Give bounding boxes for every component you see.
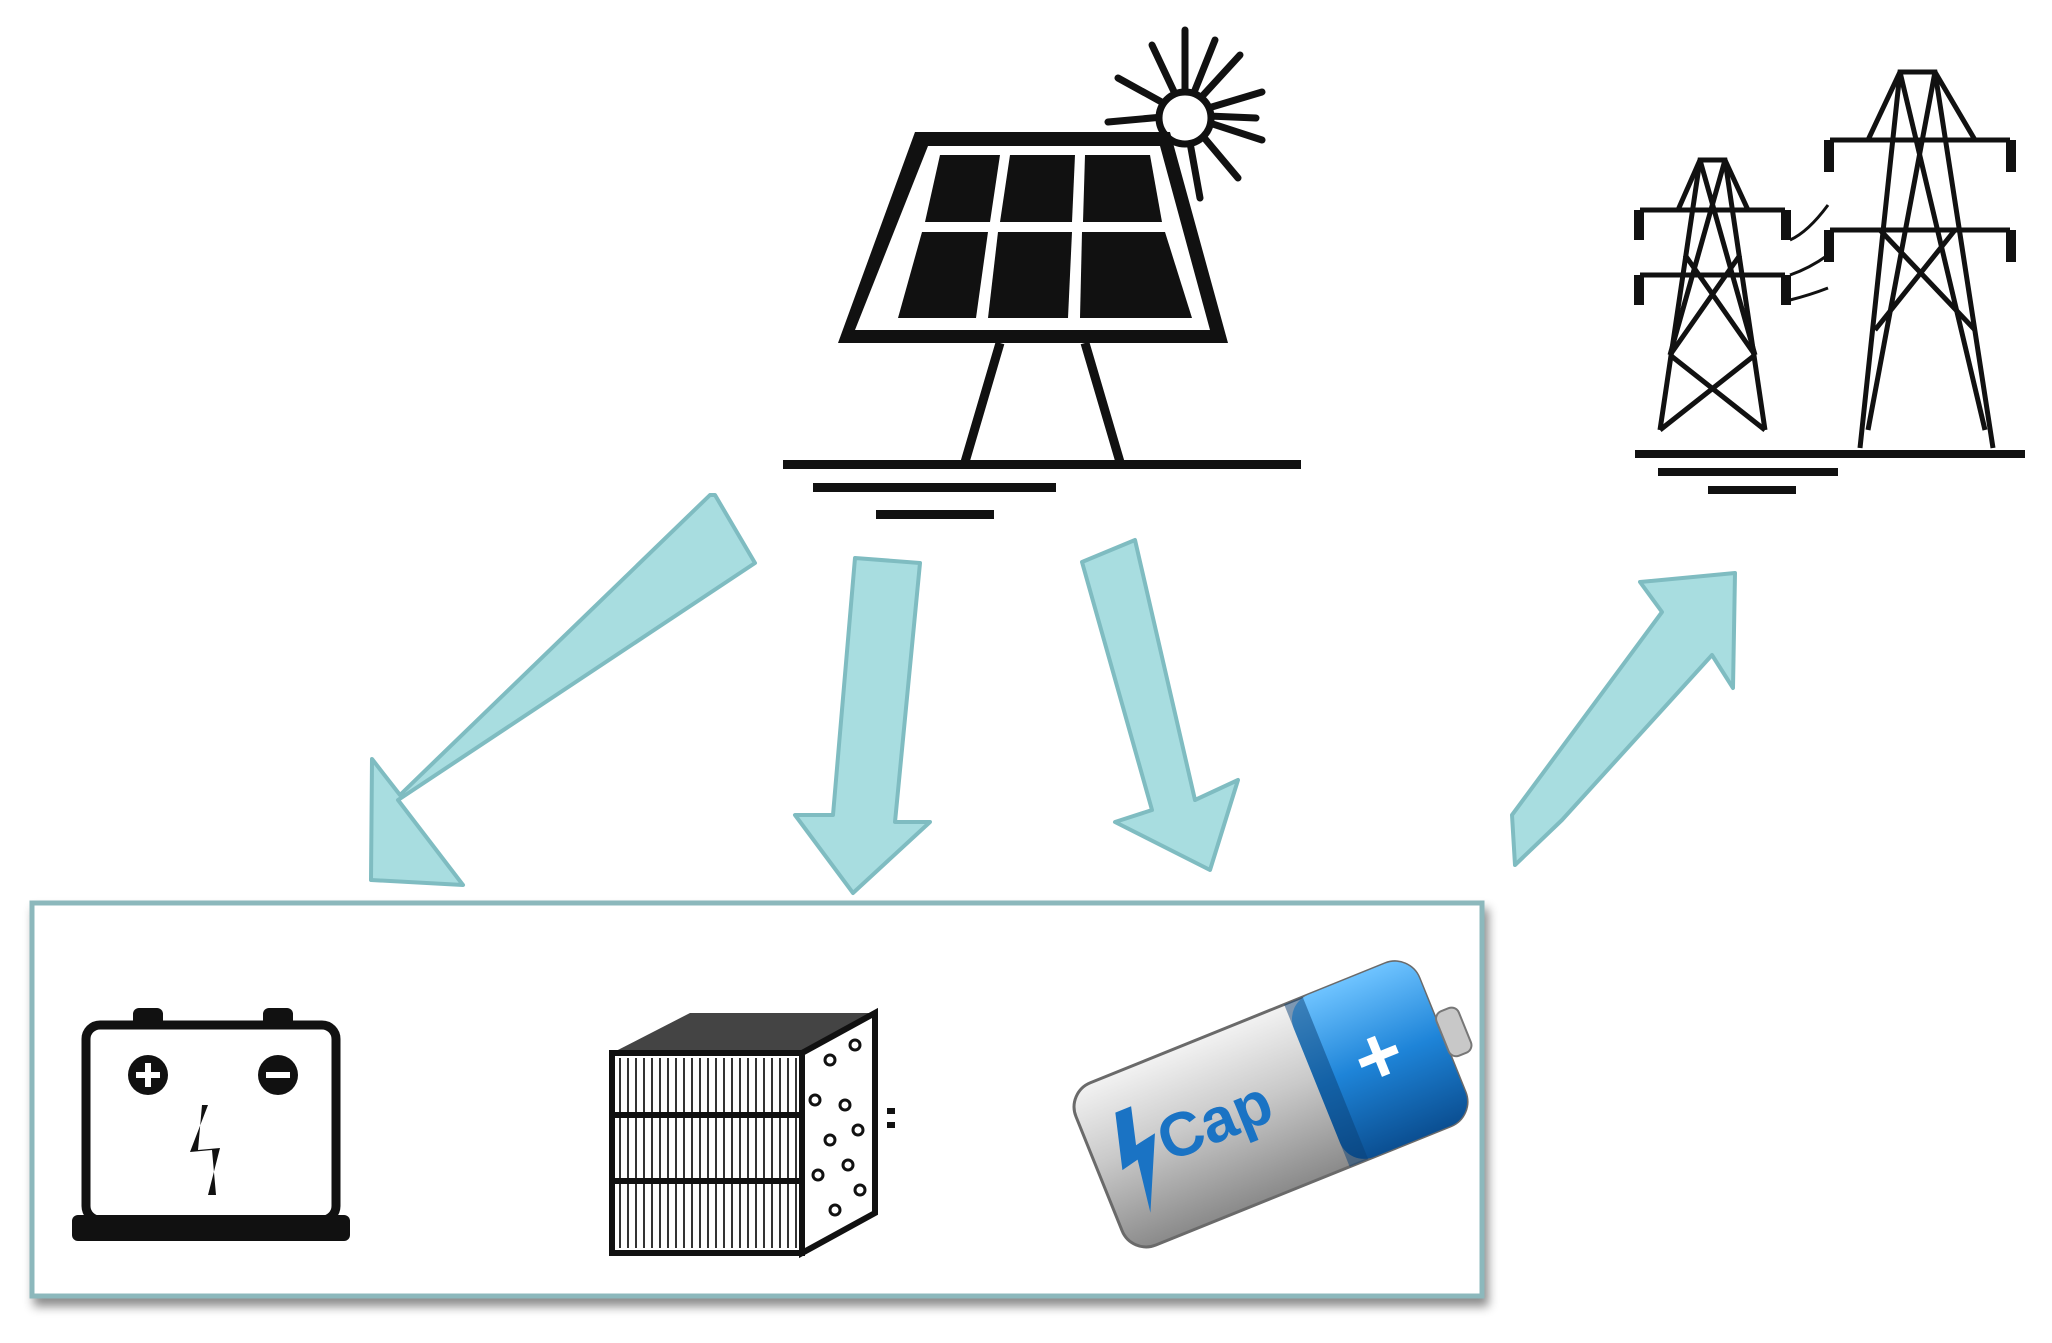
arrow-solar-to-fuel-cell	[793, 556, 932, 895]
transmission-tower-right-icon	[1824, 69, 2016, 449]
solar-panel-icon	[783, 26, 1301, 519]
transmission-tower-left-icon	[1634, 157, 1791, 432]
sun-icon	[1104, 26, 1266, 202]
arrow-storage-to-grid	[1510, 571, 1737, 867]
flow-arrows	[369, 493, 1737, 895]
arrow-solar-to-battery	[369, 493, 757, 887]
fuel-cell-stack-icon	[609, 1007, 895, 1259]
capacitor-icon: + Cap	[1072, 960, 1473, 1249]
arrow-solar-to-capacitor	[1080, 538, 1240, 872]
battery-icon	[72, 1008, 350, 1241]
power-grid-icon	[1634, 69, 2025, 494]
capacitor-lightning-icon	[1115, 1106, 1155, 1213]
lightning-bolt-icon	[190, 1105, 220, 1195]
